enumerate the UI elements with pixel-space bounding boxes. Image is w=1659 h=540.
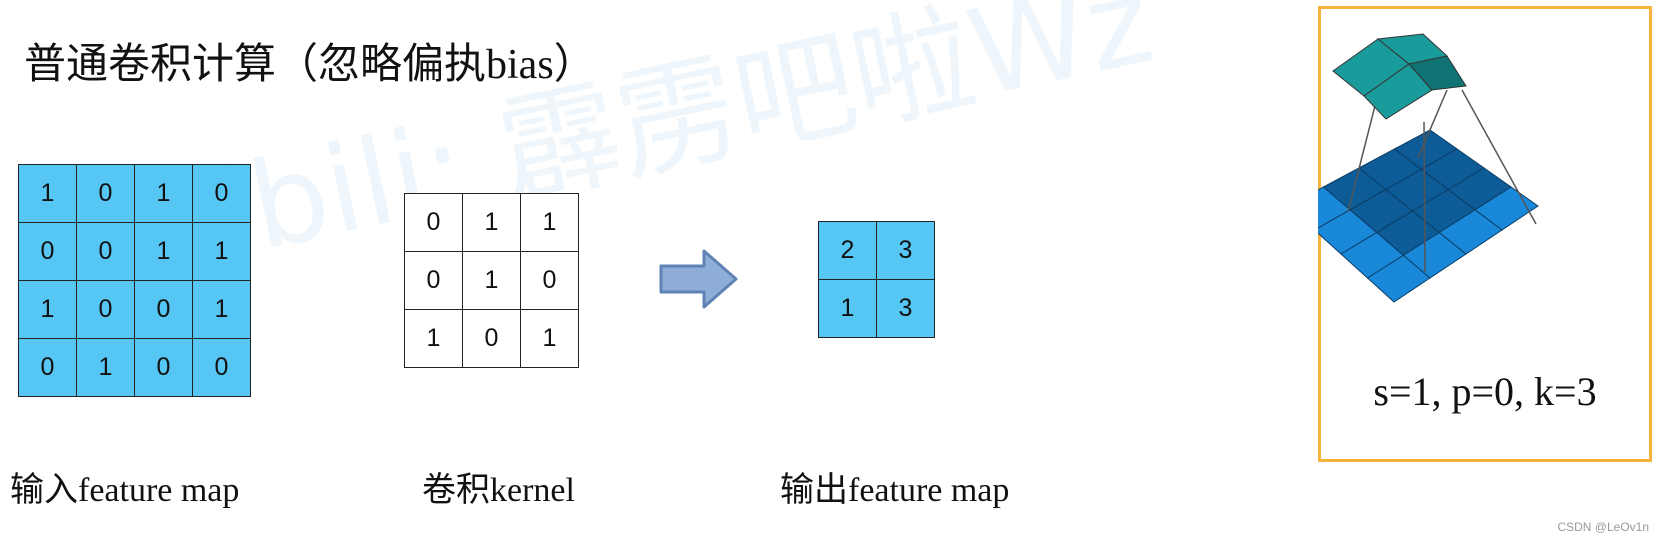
input-cell: 1 (18, 280, 77, 339)
kernel-caption-cn: 卷积 (422, 470, 490, 510)
input-cell: 0 (76, 222, 135, 281)
input-grid-cells (1318, 129, 1539, 303)
kernel-cell: 1 (404, 309, 463, 368)
output-caption-latin: feature map (848, 472, 1010, 509)
input-cell: 0 (76, 164, 135, 223)
kernel-matrix: 0 1 1 0 1 0 1 0 1 (404, 193, 579, 368)
input-cell: 0 (134, 280, 193, 339)
input-cell: 1 (134, 164, 193, 223)
right-arrow-icon (659, 249, 738, 309)
title-text: 普通卷积计算（忽略偏执 (24, 39, 487, 88)
title-close: ） (553, 39, 596, 88)
title-latin: bias (486, 42, 554, 88)
output-caption: 输出feature map (780, 462, 1009, 511)
input-cell: 0 (76, 280, 135, 339)
output-cell: 3 (876, 279, 935, 338)
input-cell: 0 (18, 222, 77, 281)
input-caption-latin: feature map (78, 472, 240, 509)
input-cell: 1 (192, 280, 251, 339)
output-cell: 2 (818, 221, 877, 280)
input-cell: 0 (134, 338, 193, 397)
kernel-cell: 1 (520, 193, 579, 252)
input-cell: 0 (18, 338, 77, 397)
output-cell: 3 (876, 221, 935, 280)
kernel-cell: 0 (462, 309, 521, 368)
kernel-cell: 0 (520, 251, 579, 310)
output-cell: 1 (818, 279, 877, 338)
input-feature-map: 1 0 1 0 0 0 1 1 1 0 0 1 0 1 0 0 (18, 164, 251, 397)
kernel-caption-latin: kernel (490, 472, 575, 509)
input-cell: 0 (192, 164, 251, 223)
output-feature-map: 2 3 1 3 (818, 221, 935, 338)
input-cell: 1 (76, 338, 135, 397)
kernel-cell: 1 (462, 193, 521, 252)
page-title: 普通卷积计算（忽略偏执bias） (24, 30, 596, 91)
kernel-cell: 1 (520, 309, 579, 368)
illustration-caption: s=1, p=0, k=3 (1373, 369, 1597, 414)
output-grid-top (1332, 33, 1467, 120)
projection-lines (1347, 89, 1537, 273)
convolution-illustration (1318, 33, 1539, 303)
kernel-cell: 1 (462, 251, 521, 310)
input-cell: 1 (192, 222, 251, 281)
input-caption-cn: 输入 (10, 470, 78, 510)
footer-watermark: CSDN @LeOv1n (1557, 520, 1649, 534)
input-cell: 1 (134, 222, 193, 281)
output-caption-cn: 输出 (780, 470, 848, 510)
kernel-caption: 卷积kernel (422, 462, 575, 511)
kernel-cell: 0 (404, 251, 463, 310)
input-cell: 1 (18, 164, 77, 223)
input-caption: 输入feature map (10, 462, 239, 511)
kernel-cell: 0 (404, 193, 463, 252)
input-cell: 0 (192, 338, 251, 397)
